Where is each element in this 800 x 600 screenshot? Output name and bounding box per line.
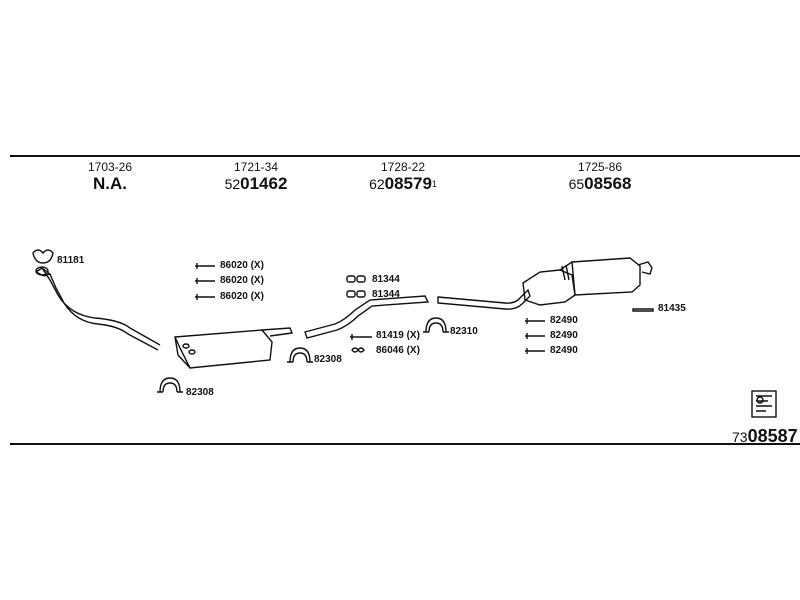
document-icon [751,390,777,418]
label-82490-3: 82490 [550,345,578,356]
label-81435: 81435 [658,303,686,314]
part-number-prefix: 65 [568,176,585,192]
rear-muffler-icon [522,269,576,306]
section-header-1: 1703-26 N.A. [40,160,180,194]
section-number: 1721-34 [233,160,279,174]
catalog-code-prefix: 73 [732,429,748,445]
label-86046: 86046 (X) [376,345,420,356]
bolt-82490-icon [525,318,545,354]
label-82308-2: 82308 [314,354,342,365]
label-82308-1: 82308 [186,387,214,398]
section-number: 1703-26 [87,160,133,174]
part-number-main: N.A. [93,174,127,193]
section-header-3: 1728-22 62085791 [333,160,473,194]
bottom-rule [10,443,800,445]
part-number: 62085791 [333,174,473,194]
section-header-2: 1721-34 5201462 [186,160,326,194]
bolt-86020-icon [195,263,215,300]
label-81344-1: 81344 [372,274,400,285]
part-number-footnote: 1 [431,179,437,189]
clamp-82310-icon [423,317,449,333]
nut-86046-icon [351,347,365,353]
middle-pipe-icon [304,295,430,339]
section-number: 1725-86 [577,160,623,174]
hanger-81344-icon [346,275,366,298]
label-82490-2: 82490 [550,330,578,341]
gasket-81181-icon [32,249,54,264]
top-rule [10,155,800,157]
part-number-main: 01462 [240,174,288,193]
section-header-4: 1725-86 6508568 [530,160,670,194]
part-number: N.A. [40,174,180,194]
catalog-code-main: 08587 [747,426,798,446]
bracket-81419-icon [350,334,372,340]
part-number-prefix: 62 [369,176,385,192]
clamp-82308b-icon [287,347,313,363]
clamp-82308-icon [157,377,183,393]
part-number: 5201462 [186,174,326,194]
label-81181: 81181 [57,255,85,266]
rear-pipe-icon [437,288,531,310]
front-muffler-icon [174,329,273,369]
label-86020-3: 86020 (X) [220,291,264,302]
label-82310: 82310 [450,326,478,337]
label-86020-1: 86020 (X) [220,260,264,271]
catalog-code: 7308587 [732,426,798,447]
front-pipe-icon [35,267,161,346]
part-number-main: 08568 [584,174,632,193]
part-number-main: 08579 [384,174,432,193]
section-number: 1728-22 [380,160,426,174]
label-82490-1: 82490 [550,315,578,326]
part-number-prefix: 52 [224,176,241,192]
part-number: 6508568 [530,174,670,194]
strap-81435-icon [632,308,654,312]
label-81419: 81419 (X) [376,330,420,341]
label-81344-2: 81344 [372,289,400,300]
label-86020-2: 86020 (X) [220,275,264,286]
